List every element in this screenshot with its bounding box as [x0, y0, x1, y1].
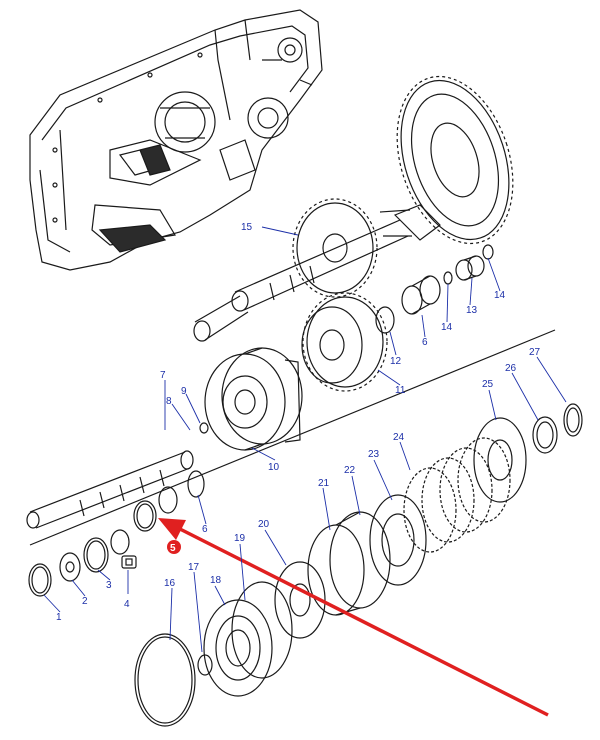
part-5-snap-ring: [133, 500, 181, 554]
callout-3: 3: [106, 580, 112, 591]
callout-6-upper: 6: [422, 337, 428, 348]
part-15-gear: [292, 198, 378, 298]
separator-line: [29, 329, 556, 546]
callout-14-right: 14: [494, 290, 506, 301]
callout-6-lower: 6: [202, 524, 208, 535]
lower-input-shaft: [26, 422, 209, 529]
callout-2: 2: [82, 596, 88, 607]
callout-15: 15: [241, 222, 253, 233]
callout-16: 16: [164, 578, 176, 589]
callout-23: 23: [368, 449, 380, 460]
callout-21: 21: [318, 478, 330, 489]
callout-20: 20: [258, 519, 270, 530]
part-10-clutch-drum: [204, 347, 303, 451]
callout-labels: 1 2 3 4 5 6 6 7 8 9 10 11 12 13 14 14 15…: [56, 222, 541, 623]
callout-19: 19: [234, 533, 246, 544]
part-11-drum: [301, 292, 388, 392]
callout-5: 5: [170, 543, 176, 554]
callout-9: 9: [181, 386, 187, 397]
callout-7: 7: [160, 370, 166, 381]
upper-shaft: [193, 219, 409, 342]
bearing-group-upper: [375, 244, 494, 334]
ring-gear: [379, 75, 514, 245]
callout-27: 27: [529, 347, 541, 358]
callout-26: 26: [505, 363, 517, 374]
leader-lines: [43, 226, 567, 653]
callout-4: 4: [124, 599, 130, 610]
callout-14-left: 14: [441, 322, 453, 333]
clutch-pack-assembly: [134, 403, 583, 727]
callout-22: 22: [344, 465, 356, 476]
callout-24: 24: [393, 432, 405, 443]
callout-17: 17: [188, 562, 200, 573]
callout-10: 10: [268, 462, 280, 473]
callout-1: 1: [56, 612, 62, 623]
callout-25: 25: [482, 379, 494, 390]
callout-11: 11: [395, 385, 406, 396]
highlight-arrow: [158, 518, 549, 717]
callout-13: 13: [466, 305, 478, 316]
transmission-housing: [29, 9, 323, 271]
callout-18: 18: [210, 575, 222, 586]
parts-1-to-4: [28, 529, 137, 597]
callout-12: 12: [390, 356, 402, 367]
callout-8: 8: [166, 396, 172, 407]
